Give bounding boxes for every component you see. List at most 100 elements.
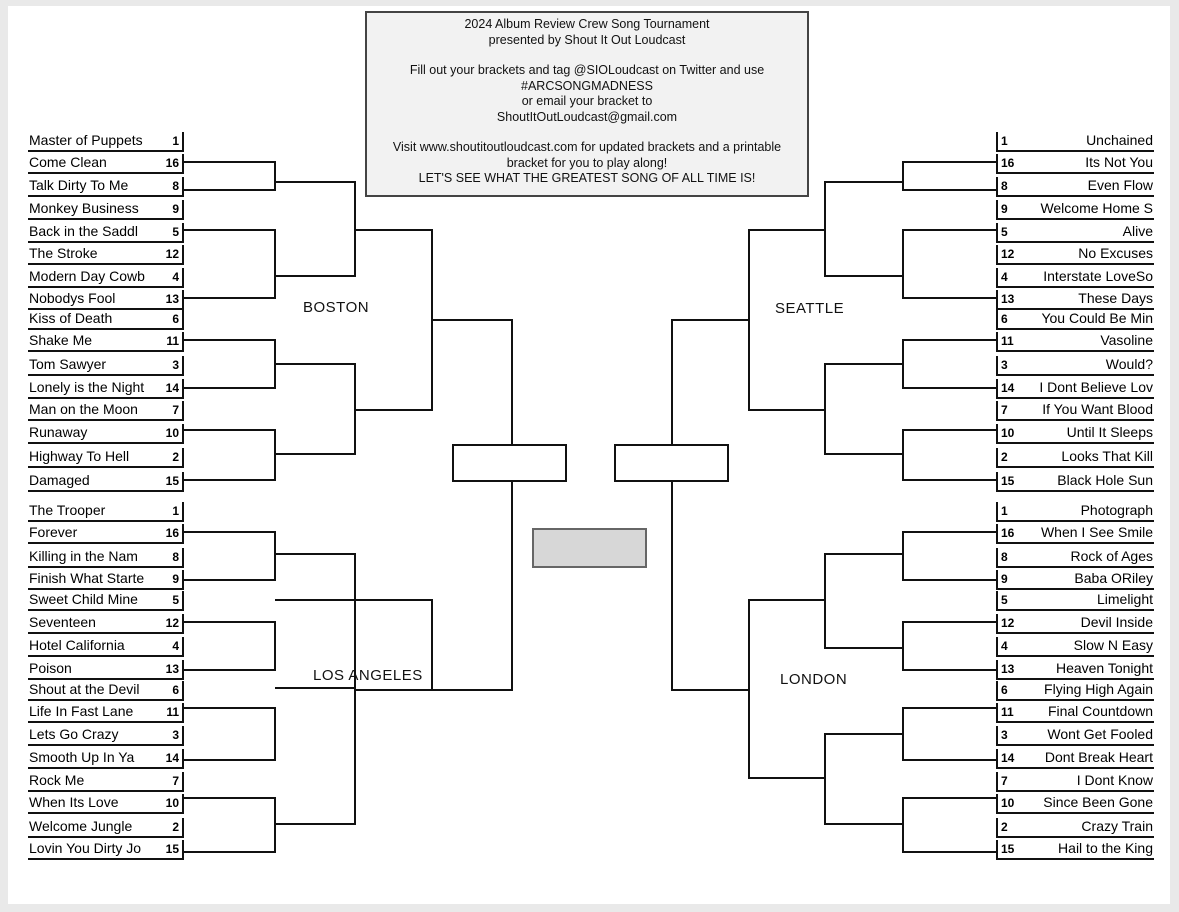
song-name: Lovin You Dirty Jo [29,840,142,856]
song-name: Lets Go Crazy [29,726,119,742]
seed-number: 14 [1001,381,1015,395]
song-name: Monkey Business [29,200,139,216]
bracket-entry-boston[interactable]: Modern Day Cowb 4 [28,268,184,288]
bracket-lines [182,161,996,853]
seed-number: 11 [166,334,179,348]
song-name: Modern Day Cowb [29,268,145,284]
song-name: Rock of Ages [1070,548,1154,564]
song-name: Lonely is the Night [29,379,145,395]
bracket-entry-seattle[interactable]: Would?3 [996,356,1154,376]
song-name: Man on the Moon [29,401,138,417]
hashtag: #ARCSONGMADNESS [521,78,653,93]
seed-number: 15 [1001,842,1015,856]
seed-number: 11 [1001,705,1014,719]
song-name: If You Want Blood [1042,401,1153,417]
bracket-entry-london[interactable]: Final Countdown 11 [996,703,1154,723]
seed-number: 13 [165,662,179,676]
bracket-entry-seattle[interactable]: If You Want Blood 7 [996,401,1154,421]
song-name: Back in the Saddl [29,223,138,239]
seed-number: 4 [172,270,179,284]
song-name: Devil Inside [1080,614,1153,630]
song-name: Rock Me [29,772,85,788]
region-label-seattle: SEATTLE [775,300,845,317]
song-name: Wont Get Fooled [1047,726,1153,742]
song-name: Interstate LoveSo [1043,268,1153,284]
song-name: Come Clean [29,154,107,170]
song-name: Alive [1122,223,1153,239]
semifinal-left-slot[interactable] [452,444,567,482]
info-line: bracket for you to play along! [506,155,668,170]
song-name: Dont Break Heart [1044,749,1153,765]
song-name: Final Countdown [1047,703,1153,719]
champion-slot[interactable] [532,528,647,568]
seed-number: 15 [165,842,179,856]
bracket-entry-los-angeles[interactable]: Lovin You Dirty Jo 15 [28,840,184,860]
seed-number: 15 [165,474,179,488]
song-name: When I See Smile [1040,524,1153,540]
tournament-title: 2024 Album Review Crew Song Tournament [464,17,710,31]
seed-number: 7 [1001,403,1008,417]
semifinal-right-slot[interactable] [614,444,729,482]
seed-number: 6 [1001,683,1008,697]
